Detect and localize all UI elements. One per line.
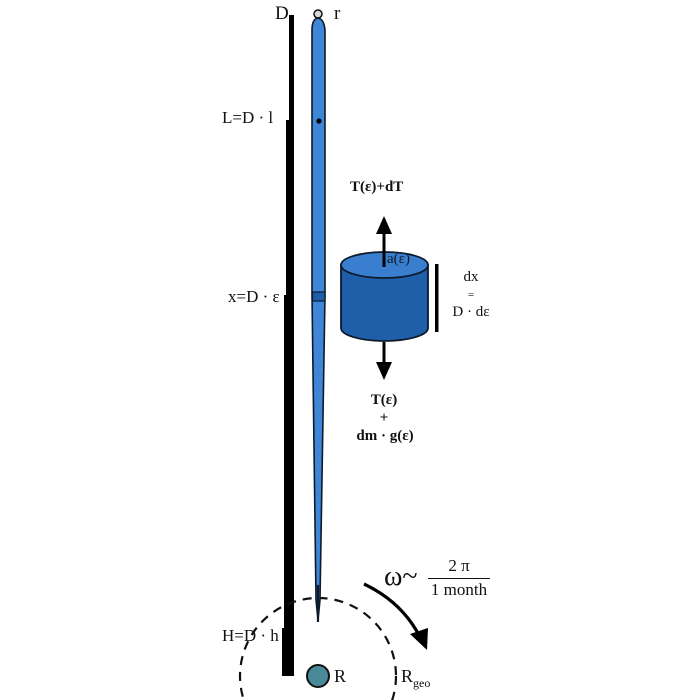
label-r-geo: Rgeo <box>401 667 430 689</box>
dx-length-line <box>435 264 439 332</box>
label-dx: dx <box>463 269 479 285</box>
label-bottom-force-t: T(ε) <box>370 392 398 408</box>
label-omega: ω~ <box>384 561 418 592</box>
label-earth-r: R <box>334 666 347 686</box>
label-r-tip: r <box>334 3 341 24</box>
label-d-depsilon: D · dε <box>452 304 490 320</box>
rotation-arrow <box>363 582 428 650</box>
label-r-geo-sub: geo <box>413 676 431 690</box>
label-r-geo-main: R <box>401 666 414 686</box>
omega-fraction: 2 π 1 month <box>428 556 490 600</box>
tension-down-arrow <box>376 342 392 380</box>
label-l: L=D · l <box>222 108 274 127</box>
label-area: a(ε) <box>387 251 410 267</box>
length-bar <box>282 15 294 676</box>
label-bottom-force-plus: + <box>379 410 389 426</box>
omega-denominator: 1 month <box>430 580 488 599</box>
omega-numerator: 2 π <box>428 556 490 579</box>
label-top-force: T(ε)+dT <box>350 179 404 195</box>
label-h: H=D · h <box>222 626 279 645</box>
earth-circle <box>306 664 330 688</box>
tension-up-arrow <box>376 216 392 267</box>
geo-orbit-circle <box>238 596 398 700</box>
tether <box>311 9 326 622</box>
tether-tip-circle <box>313 9 323 19</box>
label-dx-equals: = <box>467 289 475 301</box>
label-d: D <box>275 3 289 24</box>
tether-mass-dot <box>316 118 322 124</box>
label-bottom-force-gravity: dm · g(ε) <box>356 428 414 444</box>
label-x: x=D · ε <box>228 287 280 306</box>
